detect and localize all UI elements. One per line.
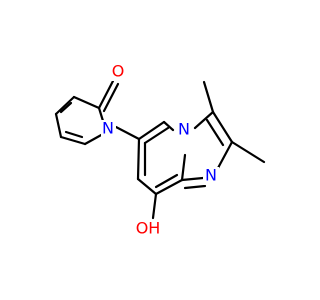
bond-carbonyl xyxy=(97,79,115,110)
structure-diagram: O N N N OH xyxy=(54,62,266,238)
bond-n3-c9 xyxy=(180,176,205,182)
bond-c4-c5 xyxy=(54,112,63,139)
bond-c7-c8-inner xyxy=(143,126,170,145)
bond-methyl-2 xyxy=(230,140,266,164)
bond-carbonyl-inner xyxy=(102,82,120,113)
atom-label-n2: N xyxy=(178,120,190,139)
bond-c5-c6 xyxy=(59,135,87,146)
bond-n3-c9-inner xyxy=(183,184,207,190)
bond-c3-c4-inner xyxy=(59,101,73,114)
bond-hydroxyl xyxy=(151,192,158,220)
bond-c10-c11 xyxy=(136,177,158,196)
atom-label-oh: OH xyxy=(136,219,161,238)
bond-c12-c13 xyxy=(211,110,234,144)
bond-c13-n3 xyxy=(216,140,234,170)
bond-c5-c6-inner xyxy=(64,130,84,139)
bond-c2-c3 xyxy=(72,95,101,110)
atom-labels: O N N N OH xyxy=(101,62,219,238)
bond-nbridge-c9 xyxy=(180,153,187,182)
molecule-canvas: O N N N OH xyxy=(54,61,266,238)
bond-c3-c4 xyxy=(54,95,76,116)
bond-c8-nbridge xyxy=(162,120,175,132)
bond-c11-c7 xyxy=(136,137,141,181)
bonds xyxy=(54,79,266,220)
atom-label-n1: N xyxy=(102,119,114,138)
bond-methyl-1 xyxy=(202,80,215,114)
bond-c6-n1 xyxy=(83,132,105,146)
bond-c9-c10-inner xyxy=(154,173,179,189)
atom-label-n3: N xyxy=(205,166,217,185)
bond-c7-c8 xyxy=(137,120,166,141)
bond-c9-c10 xyxy=(154,178,184,196)
atom-label-o1: O xyxy=(112,62,125,81)
bond-n1-c7 xyxy=(114,125,141,141)
bond-n1-c2 xyxy=(97,106,105,123)
bond-nbridge-c12 xyxy=(193,110,215,130)
bond-c12-c13-inner xyxy=(205,118,225,147)
